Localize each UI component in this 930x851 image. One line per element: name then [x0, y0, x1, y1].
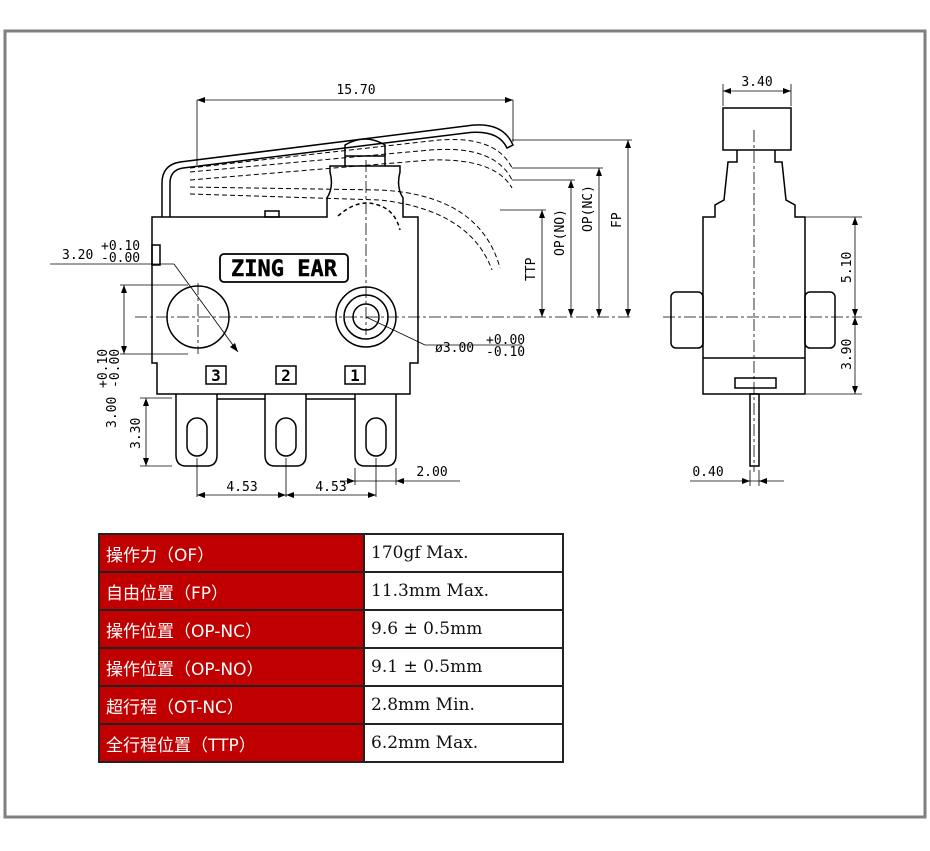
spec-label: 操作位置（OP-NO）	[98, 647, 365, 687]
dim-pivot-hole: ø3.00	[435, 341, 474, 356]
dim-upper-height: 5.10	[840, 252, 855, 283]
spec-value: 170gf Max.	[363, 533, 564, 573]
dim-ttp: TTP	[524, 257, 539, 281]
dim-pivot-hole-tol-up: +0.00	[486, 333, 525, 348]
front-dimension-text: 15.70 3.20 +0.10 -0.00 ø3.00 +0.00 -0.10…	[62, 83, 625, 495]
centerlines	[135, 160, 630, 354]
front-dimension-lines	[50, 99, 632, 497]
spec-value: 9.1 ± 0.5mm	[363, 647, 564, 687]
spec-row: 操作位置（OP-NC） 9.6 ± 0.5mm	[98, 609, 564, 649]
side-boss-right	[804, 291, 836, 349]
spec-value: 9.6 ± 0.5mm	[363, 609, 564, 649]
spec-row: 全行程位置（TTP） 6.2mm Max.	[98, 723, 564, 763]
dim-terminal-height: 3.30	[129, 418, 144, 449]
dim-hole-height: 3.00	[105, 397, 120, 428]
dim-mount-hole: 3.20	[62, 248, 93, 263]
spec-label: 全行程位置（TTP）	[98, 723, 365, 763]
side-dimension-lines	[690, 84, 862, 486]
dim-side-width: 3.40	[741, 75, 772, 90]
terminals	[175, 394, 397, 467]
dim-op-nc: OP(NC)	[581, 185, 596, 232]
side-plunger-cap	[722, 107, 792, 151]
dim-hole-height-tol-dn: -0.00	[108, 349, 123, 388]
spec-value: 2.8mm Min.	[363, 685, 564, 725]
dim-pivot-hole-tol-dn: -0.10	[486, 345, 525, 360]
dim-hole-height-tol-up: +0.10	[96, 349, 111, 388]
spec-label: 超行程（OT-NC）	[98, 685, 365, 725]
lever-travel-lines	[189, 139, 513, 271]
drawing-frame	[3, 29, 927, 819]
front-dimension-arrows	[121, 97, 631, 498]
dim-mount-hole-tol-dn: -0.00	[101, 251, 140, 266]
switch-body	[151, 165, 419, 395]
front-view	[151, 124, 514, 395]
side-notch	[151, 244, 161, 266]
spec-label: 自由位置（FP）	[98, 571, 365, 611]
lever	[161, 124, 514, 217]
dim-total-length: 15.70	[336, 83, 375, 98]
spec-row: 自由位置（FP） 11.3mm Max.	[98, 571, 564, 611]
spec-table: 操作力（OF） 170gf Max. 自由位置（FP） 11.3mm Max. …	[98, 533, 564, 763]
dim-terminal-thickness: 0.40	[692, 465, 723, 480]
dim-fp: FP	[610, 212, 625, 228]
terminal-number-2: 2	[281, 366, 291, 385]
side-dimension-text: 3.40 5.10 3.90 0.40	[692, 75, 855, 480]
brand-text: ZING EAR	[231, 257, 338, 282]
dim-op-no: OP(NO)	[553, 209, 568, 256]
spec-row: 操作力（OF） 170gf Max.	[98, 533, 564, 573]
terminal-number-3: 3	[211, 366, 221, 385]
spec-value: 11.3mm Max.	[363, 571, 564, 611]
side-slot	[734, 377, 777, 389]
dim-lower-height: 3.90	[840, 339, 855, 370]
spec-row: 操作位置（OP-NO） 9.1 ± 0.5mm	[98, 647, 564, 687]
side-terminal	[749, 393, 760, 467]
dim-pitch-left: 4.53	[226, 480, 257, 495]
roller-arc	[337, 202, 401, 231]
brand-badge: ZING EAR	[219, 253, 349, 283]
top-nub	[264, 210, 280, 218]
terminal-numbers: 3 2 1	[205, 365, 366, 385]
side-centerlines	[663, 130, 862, 472]
dim-mount-hole-tol-up: +0.10	[101, 239, 140, 254]
spec-row: 超行程（OT-NC） 2.8mm Min.	[98, 685, 564, 725]
dim-pitch-right: 4.53	[315, 480, 346, 495]
spec-label: 操作力（OF）	[98, 533, 365, 573]
side-view	[670, 107, 836, 467]
spec-label: 操作位置（OP-NC）	[98, 609, 365, 649]
side-boss-left	[670, 291, 704, 349]
dim-terminal-width: 2.00	[416, 465, 447, 480]
spec-value: 6.2mm Max.	[363, 723, 564, 763]
terminal-number-1: 1	[350, 366, 360, 385]
side-dimension-arrows	[723, 88, 858, 484]
